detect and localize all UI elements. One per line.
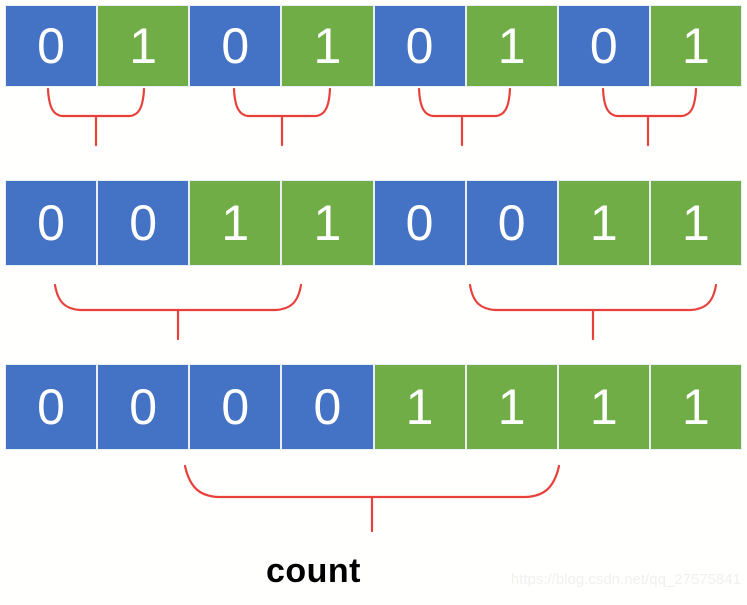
bit-cell: 0 — [557, 5, 650, 87]
bit-cell: 1 — [649, 364, 742, 450]
bit-cell: 1 — [281, 5, 374, 87]
brace-row1-pair2 — [232, 87, 332, 147]
brace-row2-group2 — [468, 283, 718, 341]
bit-cell: 1 — [649, 180, 742, 266]
bit-cell: 1 — [557, 364, 650, 450]
bit-cell: 1 — [97, 5, 190, 87]
bit-cell: 0 — [97, 364, 190, 450]
bit-cell: 1 — [465, 364, 558, 450]
brace-row1-pair4 — [601, 87, 698, 147]
bit-cell: 0 — [373, 180, 466, 266]
bit-cell: 0 — [5, 180, 98, 266]
bit-cell: 0 — [97, 180, 190, 266]
bit-cell: 0 — [5, 5, 98, 87]
brace-layer-3 — [0, 452, 747, 542]
bit-cell: 0 — [373, 5, 466, 87]
bit-cell: 0 — [189, 5, 282, 87]
bit-cell: 1 — [189, 180, 282, 266]
bit-cell: 0 — [465, 180, 558, 266]
bit-cell: 1 — [281, 180, 374, 266]
count-label: count — [265, 552, 362, 590]
brace-group-2 — [53, 283, 718, 341]
bit-cell: 1 — [649, 5, 742, 87]
brace-row3-count — [183, 464, 561, 533]
bit-cell: 1 — [465, 5, 558, 87]
brace-layer-2 — [0, 267, 747, 347]
brace-group-1 — [46, 87, 698, 147]
bit-cell: 0 — [5, 364, 98, 450]
brace-row1-pair3 — [417, 87, 512, 147]
watermark: https://blog.csdn.net/qq_27575841 — [510, 571, 741, 588]
bit-cell: 1 — [373, 364, 466, 450]
brace-row2-group1 — [53, 283, 303, 341]
brace-layer-1 — [0, 87, 747, 153]
bit-cell: 0 — [281, 364, 374, 450]
bit-cell: 0 — [189, 364, 282, 450]
bit-cell: 1 — [557, 180, 650, 266]
brace-row1-pair1 — [46, 87, 146, 147]
brace-group-3 — [183, 464, 561, 533]
